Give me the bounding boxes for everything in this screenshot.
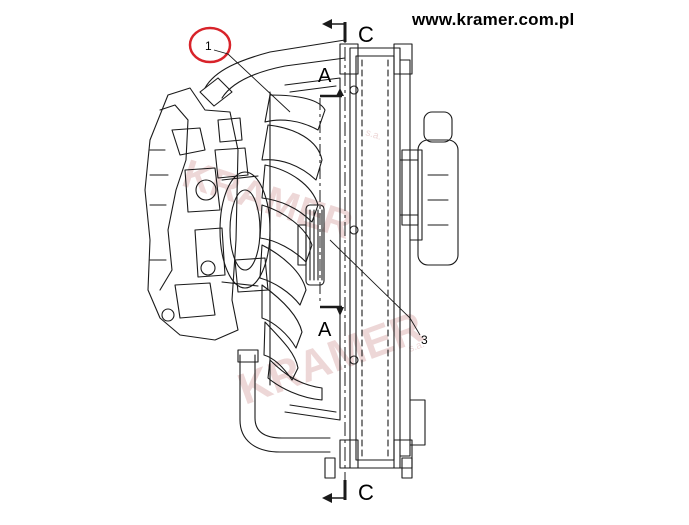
- callout-label-hub: 3: [421, 333, 428, 347]
- callout-label-fan: 1: [205, 39, 212, 53]
- section-label-a-lower: A: [318, 319, 332, 341]
- watermark-suffix-lower: s.a.: [407, 339, 426, 355]
- section-arrows-a: [336, 88, 344, 316]
- fan-shroud: [284, 77, 341, 421]
- section-arrows-c: [322, 19, 332, 503]
- expansion-tank: [399, 111, 459, 266]
- section-label-c-bottom: C: [358, 480, 374, 505]
- upper-hose: [199, 39, 346, 107]
- fan-blades: [259, 91, 326, 401]
- highlight-circle: [188, 26, 232, 64]
- watermark-suffix-upper: s.a.: [364, 127, 383, 142]
- callout-fan: 1: [188, 26, 291, 113]
- site-url: www.kramer.com.pl: [412, 10, 575, 29]
- callout-hub: 3: [329, 239, 428, 347]
- radiator: [324, 43, 426, 479]
- engine-block: [144, 87, 249, 341]
- section-label-a-upper: A: [318, 65, 332, 87]
- section-label-c-top: C: [358, 22, 374, 47]
- fan-hub: [297, 204, 325, 286]
- lower-hose: [237, 349, 331, 453]
